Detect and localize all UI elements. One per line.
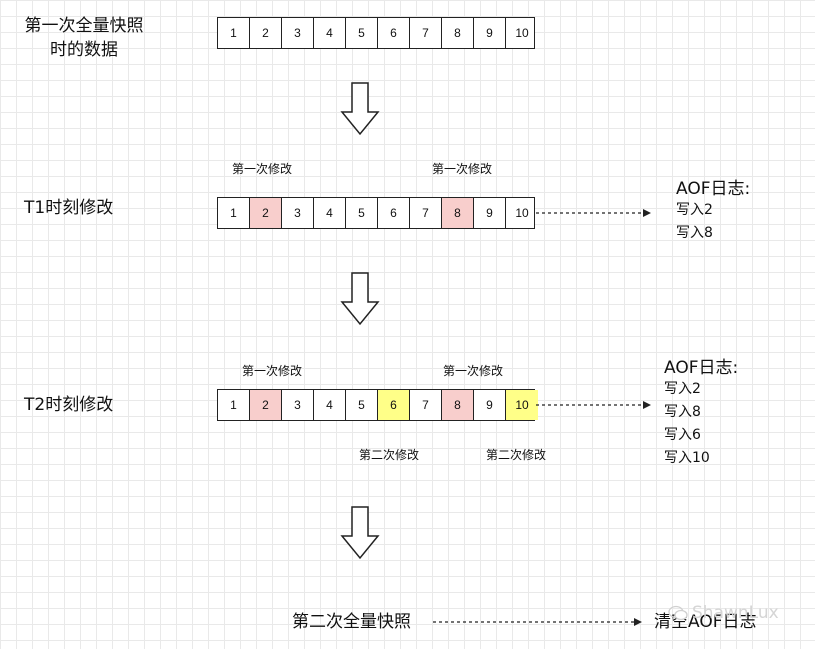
t1-label: T1时刻修改 bbox=[24, 198, 114, 218]
t2-note-second-modify-10: 第二次修改 bbox=[486, 448, 547, 462]
array-cell: 4 bbox=[314, 198, 346, 228]
t1-note-first-modify-8: 第一次修改 bbox=[432, 162, 493, 176]
t1-note-first-modify-2: 第一次修改 bbox=[232, 162, 293, 176]
array-cell: 1 bbox=[218, 390, 250, 420]
t2-note-second-modify-6: 第二次修改 bbox=[359, 448, 420, 462]
t1-aof-log: AOF日志: 写入2 写入8 bbox=[676, 174, 750, 245]
t2-label: T2时刻修改 bbox=[24, 395, 114, 415]
snapshot1-label: 第一次全量快照 时的数据 bbox=[14, 14, 154, 62]
array-cell: 3 bbox=[282, 18, 314, 48]
aof-entry: 写入8 bbox=[676, 225, 713, 241]
array-cell: 7 bbox=[410, 18, 442, 48]
t1-dashed-arrow bbox=[536, 209, 651, 217]
array-cell: 3 bbox=[282, 198, 314, 228]
array-cell: 3 bbox=[282, 390, 314, 420]
array-cell: 2 bbox=[250, 18, 282, 48]
array-cell: 9 bbox=[474, 18, 506, 48]
down-arrow-icon bbox=[340, 82, 380, 136]
aof-entry: 写入2 bbox=[664, 381, 701, 397]
aof-entry: 写入2 bbox=[676, 202, 713, 218]
t1-data-array: 1 2 3 4 5 6 7 8 9 10 bbox=[217, 197, 535, 229]
array-cell-modified: 2 bbox=[250, 390, 282, 420]
snapshot1-data-array: 1 2 3 4 5 6 7 8 9 10 bbox=[217, 17, 535, 49]
watermark-text: ShawnLux bbox=[692, 603, 779, 623]
array-cell: 7 bbox=[410, 198, 442, 228]
t2-note-first-modify-8: 第一次修改 bbox=[443, 364, 504, 378]
array-cell: 6 bbox=[378, 18, 410, 48]
array-cell-modified-second: 6 bbox=[378, 390, 410, 420]
array-cell: 10 bbox=[515, 206, 529, 220]
array-cell: 4 bbox=[314, 18, 346, 48]
wechat-logo-icon bbox=[668, 605, 688, 621]
t2-aof-log: AOF日志: 写入2 写入8 写入6 写入10 bbox=[664, 353, 738, 470]
array-cell-modified: 8 bbox=[442, 198, 474, 228]
t1-aof-title: AOF日志: bbox=[676, 179, 751, 199]
aof-entry: 写入8 bbox=[664, 404, 701, 420]
array-cell: 4 bbox=[314, 390, 346, 420]
snapshot1-label-line2: 时的数据 bbox=[50, 40, 118, 60]
snapshot2-dashed-arrow bbox=[433, 618, 642, 626]
snapshot1-label-line1: 第一次全量快照 bbox=[24, 16, 144, 36]
array-cell: 9 bbox=[474, 390, 506, 420]
down-arrow-icon bbox=[340, 506, 380, 560]
aof-entry: 写入10 bbox=[664, 450, 710, 466]
array-cell-modified: 8 bbox=[442, 390, 474, 420]
t2-aof-title: AOF日志: bbox=[664, 358, 739, 378]
array-cell-modified-second: 10 bbox=[506, 390, 538, 420]
array-cell: 5 bbox=[346, 198, 378, 228]
array-cell: 6 bbox=[378, 198, 410, 228]
array-cell-modified: 2 bbox=[250, 198, 282, 228]
watermark: ShawnLux bbox=[668, 603, 779, 623]
array-cell: 9 bbox=[474, 198, 506, 228]
array-cell: 1 bbox=[218, 198, 250, 228]
t2-data-array: 1 2 3 4 5 6 7 8 9 10 bbox=[217, 389, 538, 421]
array-cell: 7 bbox=[410, 390, 442, 420]
down-arrow-icon bbox=[340, 272, 380, 326]
array-cell: 8 bbox=[442, 18, 474, 48]
array-cell: 5 bbox=[346, 18, 378, 48]
array-cell: 10 bbox=[515, 26, 529, 40]
aof-entry: 写入6 bbox=[664, 427, 701, 443]
t2-dashed-arrow bbox=[536, 401, 651, 409]
t2-note-first-modify-2: 第一次修改 bbox=[242, 364, 303, 378]
snapshot2-label: 第二次全量快照 bbox=[292, 612, 411, 632]
array-cell: 5 bbox=[346, 390, 378, 420]
array-cell: 1 bbox=[218, 18, 250, 48]
